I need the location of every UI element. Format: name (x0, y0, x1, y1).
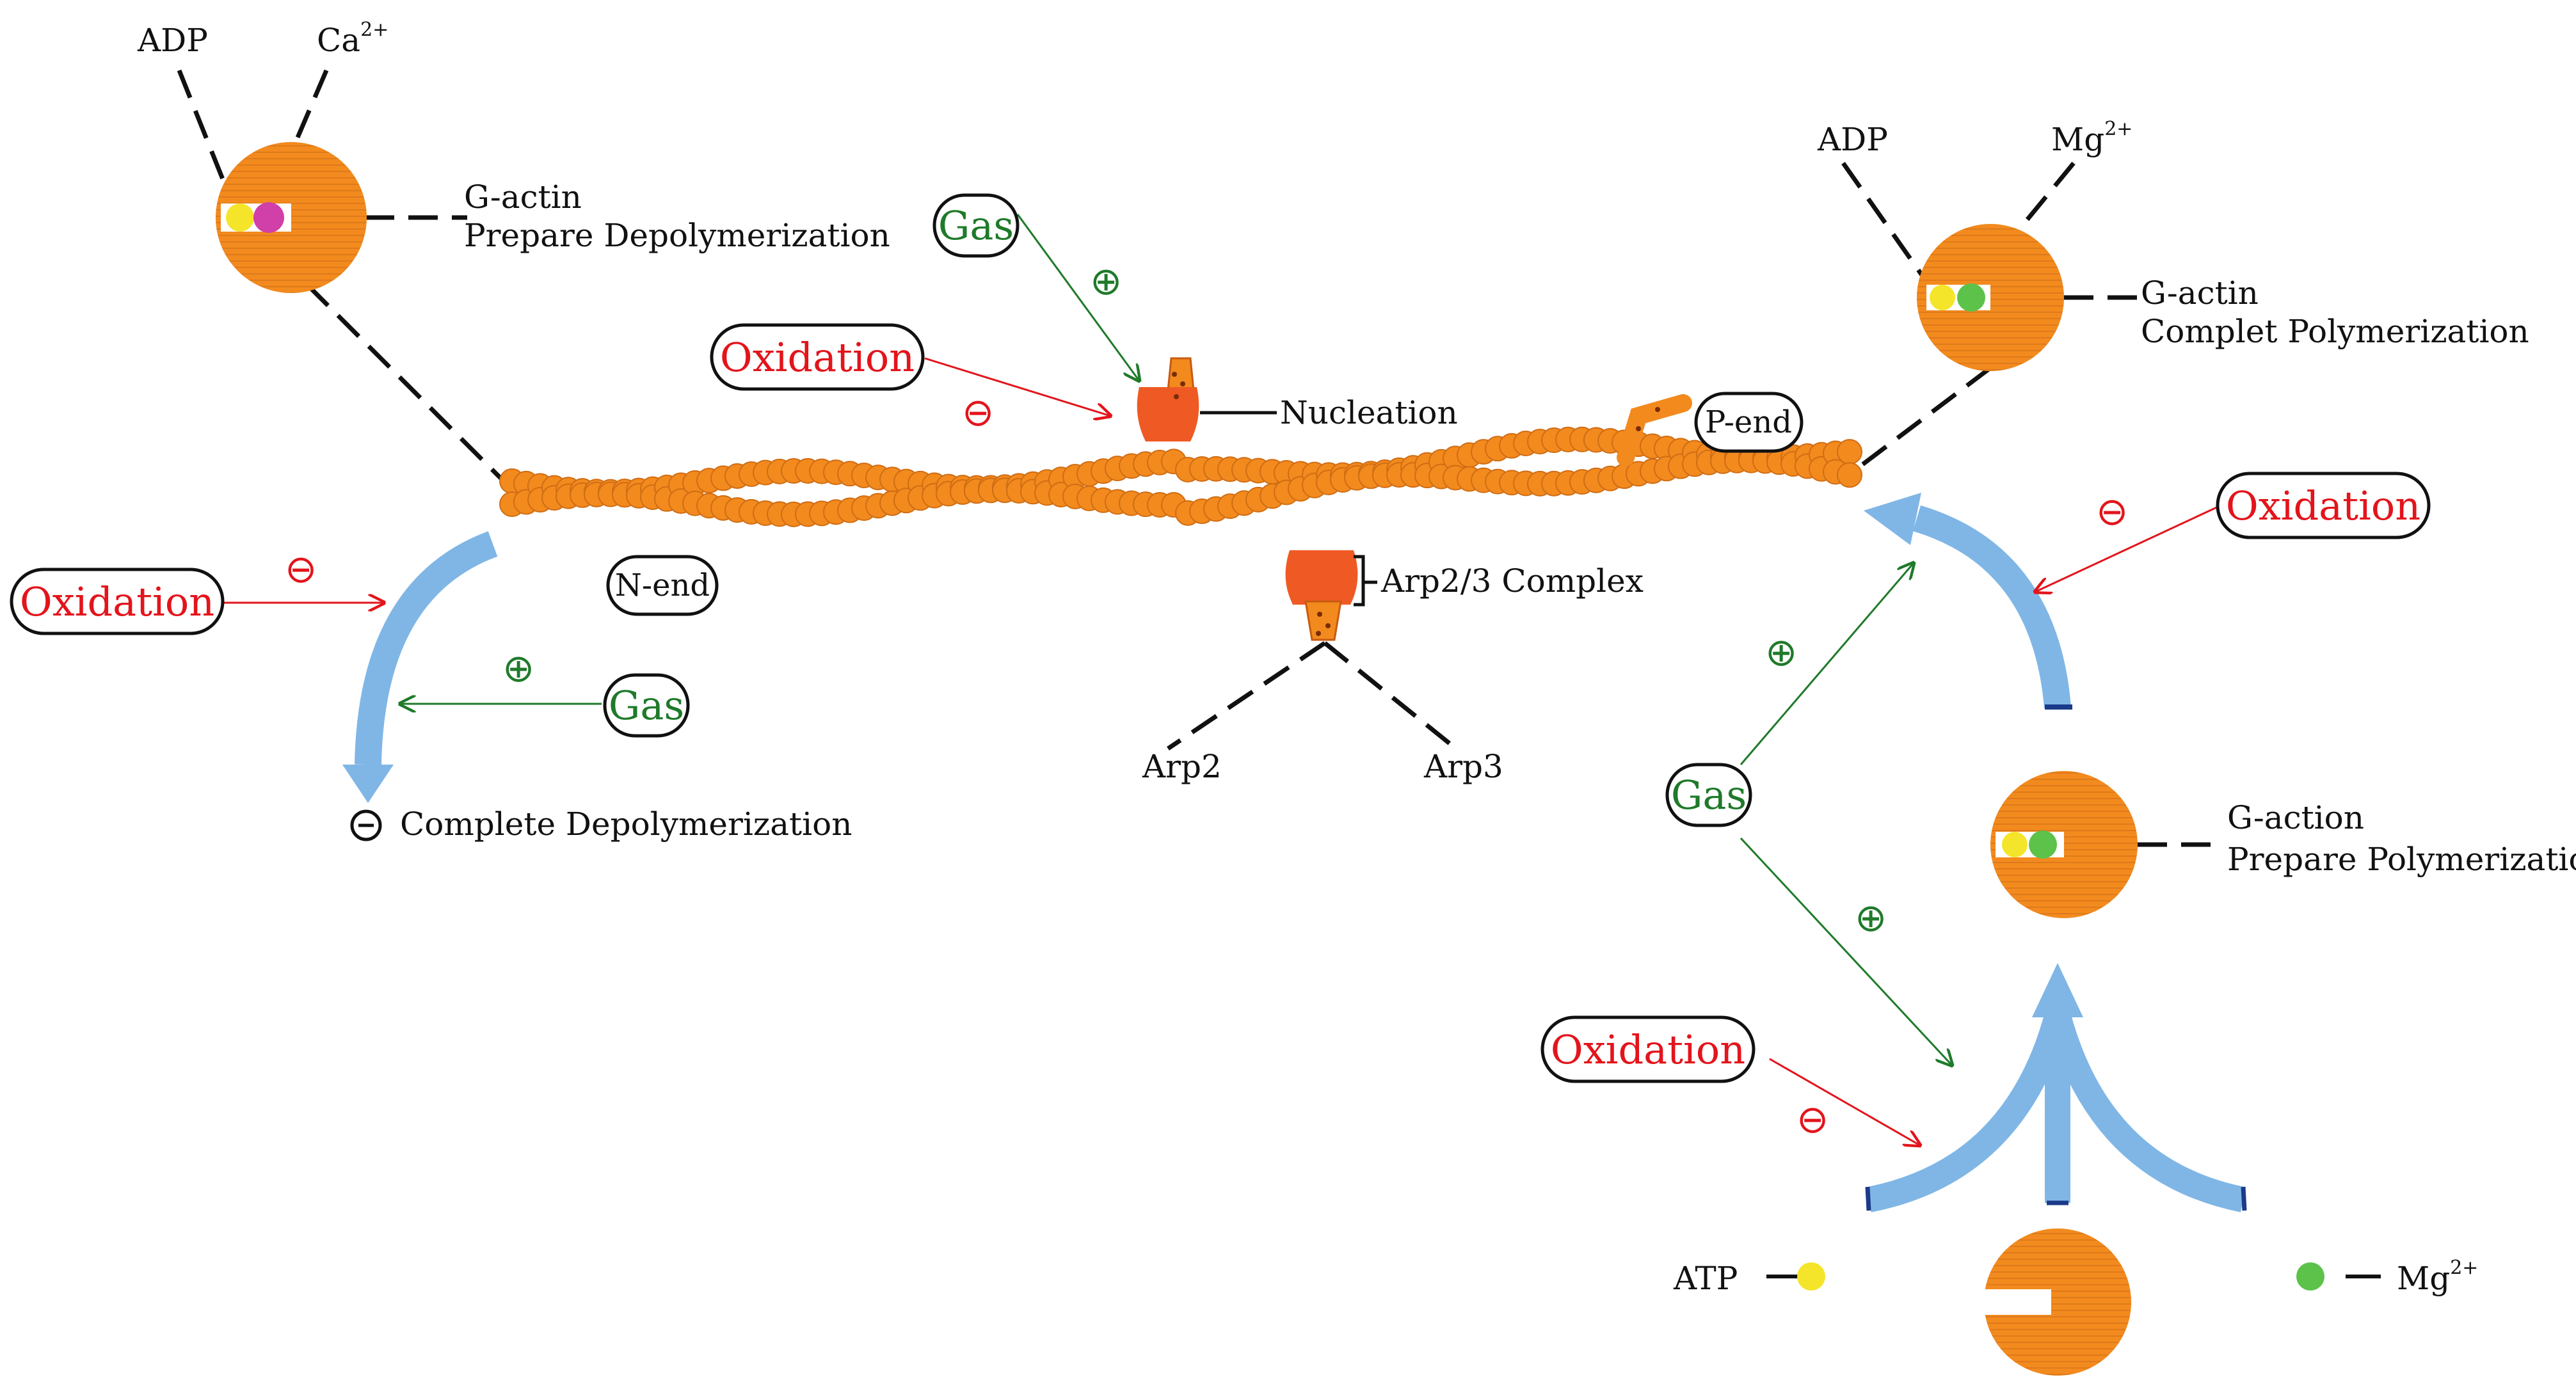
plus-icon: ⊕ (502, 646, 534, 691)
svg-text:Oxidation: Oxidation (20, 578, 214, 625)
svg-text:Oxidation: Oxidation (720, 334, 915, 381)
label-adp-left: ADP (137, 22, 208, 59)
label-adp-right: ADP (1817, 121, 1888, 158)
label-atp: ATP (1673, 1260, 1738, 1297)
p-end-branch (1617, 394, 1692, 466)
depoly-minus-icon (350, 809, 382, 841)
actin-filament (499, 426, 1862, 527)
svg-text:N-end: N-end (615, 568, 710, 603)
gas-tag-top: Gas (932, 193, 1020, 258)
label-arp23: Arp2/3 Complex (1380, 562, 1644, 600)
label-gactin-depoly-1: G-actin (464, 179, 582, 216)
label-arp3: Arp3 (1423, 748, 1503, 785)
actin-bead (1837, 462, 1862, 488)
minus-icon: ⊖ (1796, 1097, 1828, 1142)
adp-molecule (1930, 285, 1955, 310)
label-gaction-2: Prepare Polymerization (2227, 841, 2576, 878)
label-mg-bottom: Mg2+ (2397, 1257, 2478, 1297)
oxidation-tag-bottom: Oxidation (1540, 1015, 1756, 1083)
plus-icon: ⊕ (1855, 896, 1887, 941)
label-gactin-poly-2: Complet Polymerization (2141, 313, 2529, 350)
label-gaction-1: G-action (2227, 799, 2364, 836)
gas-tag-left: Gas (603, 673, 690, 738)
polymerization-arrow (1864, 493, 2072, 710)
merging-arrows (1865, 963, 2247, 1212)
oxidation-tag-right: Oxidation (2216, 472, 2431, 539)
svg-text:Oxidation: Oxidation (2226, 482, 2420, 529)
label-ca-left: Ca2+ (317, 19, 388, 59)
oxidation-tag-top: Oxidation (710, 323, 925, 391)
label-complete-depoly: Complete Depolymerization (400, 806, 852, 843)
atp-molecule (2002, 832, 2028, 857)
plus-icon: ⊕ (1765, 630, 1797, 675)
arp23-complex (1285, 550, 1358, 641)
mg-ion (2029, 831, 2057, 859)
svg-text:P-end: P-end (1705, 404, 1792, 440)
label-mg-right: Mg2+ (2051, 118, 2132, 158)
regulation-arrows (224, 214, 2221, 1145)
tag-p-end: P-end (1694, 392, 1804, 453)
g-actin-polymerization-complete (1917, 224, 2064, 371)
minus-icon: ⊖ (285, 547, 317, 592)
svg-text:Gas: Gas (938, 202, 1014, 249)
g-action-prepare-polymerization (1990, 771, 2138, 918)
actin-bead (1837, 439, 1862, 465)
gas-tag-right: Gas (1665, 763, 1752, 827)
minus-icon: ⊖ (2096, 489, 2128, 534)
svg-text:Gas: Gas (609, 682, 684, 729)
tag-n-end: N-end (606, 555, 719, 616)
depolymerization-arrow (342, 531, 498, 803)
label-nucleation: Nucleation (1280, 394, 1458, 431)
label-gactin-depoly-2: Prepare Depolymerization (464, 217, 890, 254)
oxidation-tag-left: Oxidation (10, 568, 225, 635)
label-gactin-poly-1: G-actin (2141, 274, 2259, 312)
mg-dot (2296, 1262, 2324, 1291)
adp-molecule (226, 203, 254, 232)
nucleation-protein (1137, 357, 1199, 441)
ca-ion (253, 202, 284, 233)
atp-dot (1797, 1262, 1825, 1291)
g-actin-depolymerization (216, 142, 367, 293)
svg-text:Gas: Gas (1671, 772, 1747, 818)
label-arp2: Arp2 (1142, 748, 1222, 785)
mg-ion (1957, 283, 1985, 312)
plus-icon: ⊕ (1090, 259, 1122, 304)
minus-icon: ⊖ (962, 390, 994, 435)
svg-text:Oxidation: Oxidation (1551, 1026, 1745, 1073)
leader-lines (177, 69, 2381, 1278)
g-actin-empty (1981, 1228, 2131, 1376)
